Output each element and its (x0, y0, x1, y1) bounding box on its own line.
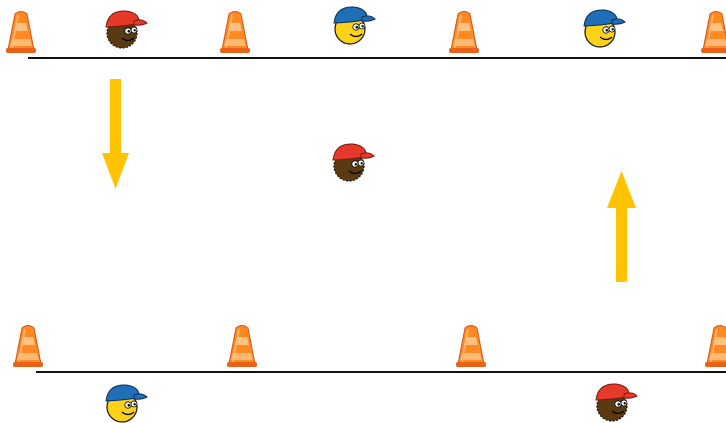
blue-cap-kid-icon (106, 385, 147, 422)
red-cap-kid-icon (106, 11, 147, 48)
blue-cap-kid-icon (334, 7, 375, 44)
traffic-cone-icon (220, 12, 250, 54)
blue-cap-kid-icon (584, 10, 625, 47)
arrow-up-icon (607, 171, 636, 282)
traffic-cone-icon (449, 12, 479, 54)
traffic-cone-icon (705, 326, 726, 368)
traffic-cone-icon (13, 326, 43, 368)
red-cap-kid-icon (333, 144, 374, 181)
red-cap-kid-icon (596, 384, 637, 421)
traffic-cone-icon (456, 326, 486, 368)
arrow-down-icon (102, 79, 129, 189)
traffic-cone-icon (227, 326, 257, 368)
traffic-cone-icon (701, 12, 726, 54)
traffic-cone-icon (6, 12, 36, 54)
